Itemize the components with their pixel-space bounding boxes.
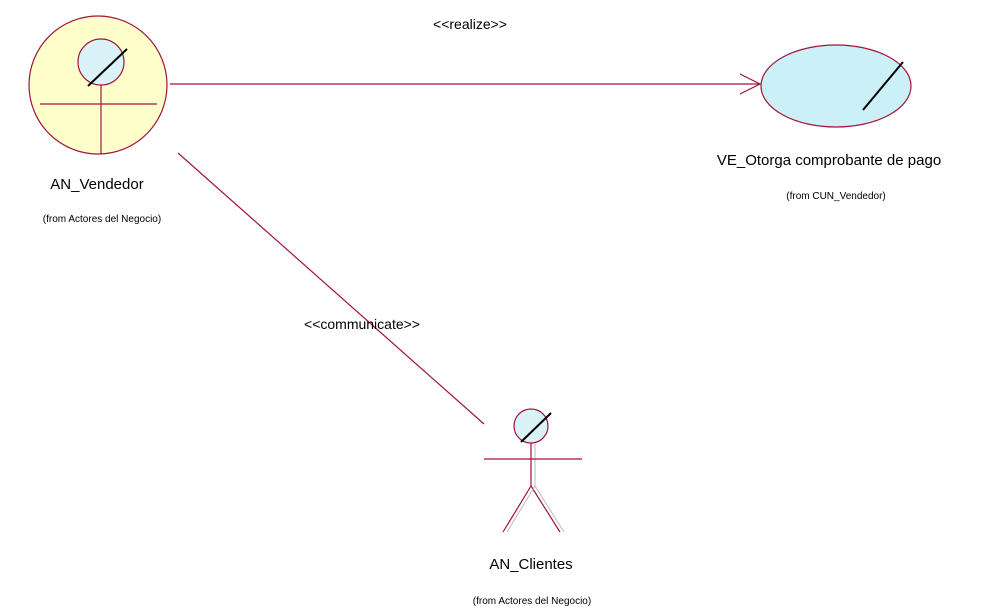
business-usecase-icon[interactable] bbox=[760, 44, 912, 128]
realize-arrowhead bbox=[739, 73, 762, 95]
usecase-ellipse bbox=[760, 44, 912, 128]
usecase-name: VE_Otorga comprobante de pago bbox=[716, 152, 942, 169]
actor-leg-left-shadow bbox=[506, 485, 536, 533]
business-worker-icon[interactable] bbox=[28, 15, 168, 155]
realize-stereotype: <<realize>> bbox=[433, 16, 507, 32]
realize-relation[interactable] bbox=[170, 73, 762, 95]
usecase-from: (from CUN_Vendedor) bbox=[786, 191, 886, 202]
actor-leg-left bbox=[502, 485, 532, 533]
business-actor-icon[interactable] bbox=[484, 408, 582, 533]
usecase-slash bbox=[862, 61, 904, 111]
clientes-name: AN_Clientes bbox=[489, 556, 573, 573]
actor-leg-right bbox=[530, 485, 561, 533]
communicate-stereotype: <<communicate>> bbox=[304, 316, 420, 332]
actor-slash bbox=[520, 412, 552, 443]
actor-head bbox=[513, 408, 549, 444]
vendedor-from: (from Actores del Negocio) bbox=[42, 214, 162, 225]
communicate-line[interactable] bbox=[177, 152, 485, 425]
worker-slash bbox=[87, 48, 128, 87]
clientes-from: (from Actores del Negocio) bbox=[472, 596, 592, 607]
vendedor-name: AN_Vendedor bbox=[50, 176, 144, 193]
actor-leg-right-shadow bbox=[534, 485, 565, 533]
worker-head bbox=[77, 38, 125, 86]
